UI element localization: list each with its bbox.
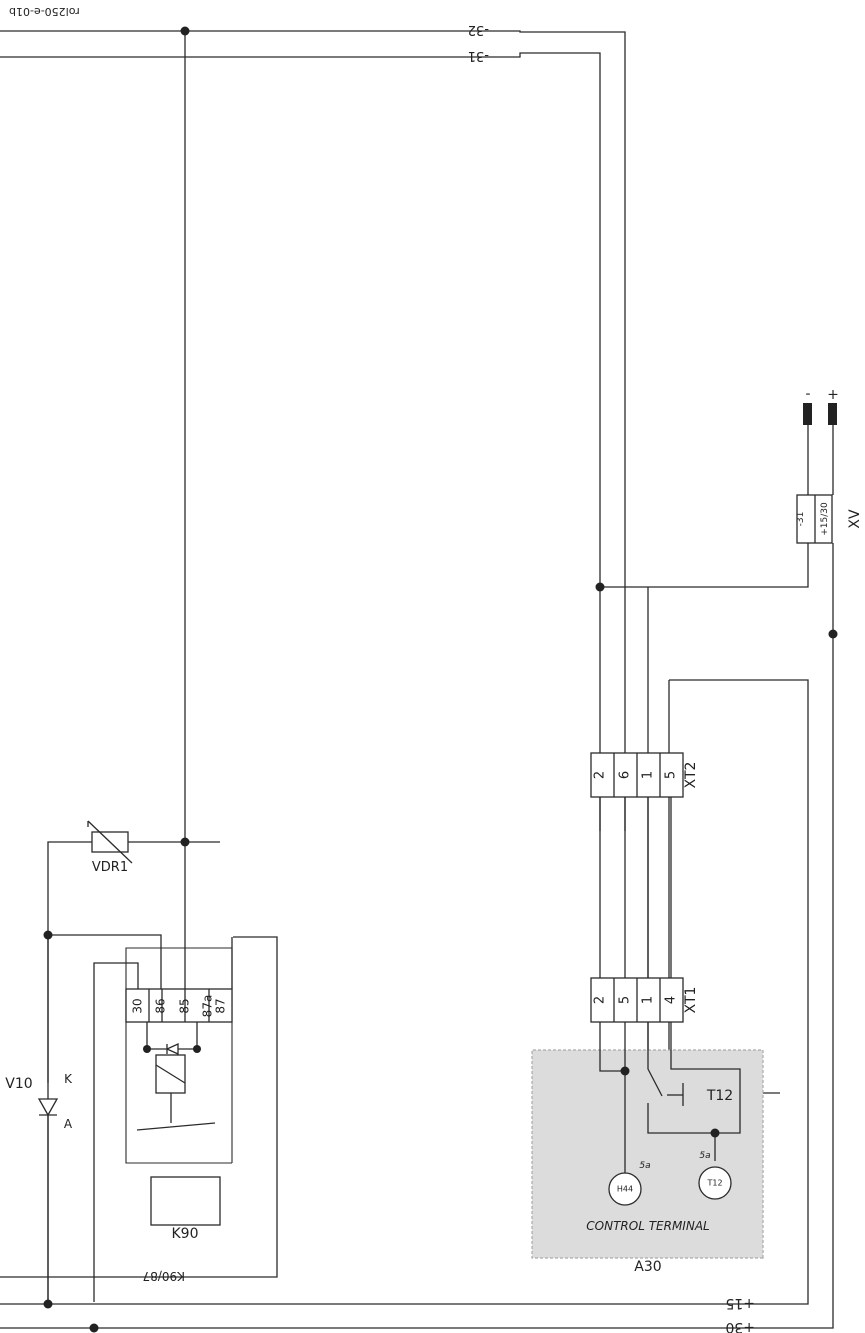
xv-sign-minus: - [805, 386, 810, 402]
xt2-pin-1: 1 [641, 771, 656, 779]
junction-dot [620, 1066, 630, 1076]
k90-pin-30: 30 [131, 998, 145, 1013]
k90-pin-87: 87 [214, 998, 228, 1013]
junction-dot [180, 26, 190, 36]
xt1-connector: 2 5 1 4 XT1 [590, 977, 699, 1023]
v10-anode: A [64, 1117, 73, 1131]
a30-label: A30 [634, 1259, 661, 1275]
k90-pin-87a: 87a [201, 995, 215, 1018]
wire-plus-15-label: +15 [725, 1295, 755, 1311]
wire-31-label: -31 [468, 48, 489, 63]
t12-wire-label: 5a [699, 1151, 710, 1161]
wire-32: -32 [0, 22, 626, 587]
k90-pin-85: 85 [178, 998, 192, 1013]
h44-wire-label: 5a [639, 1161, 650, 1171]
xv-pin-minus: -31 [796, 512, 806, 527]
wire-plus-30: +30 [0, 634, 834, 1333]
wire-32-label: -32 [468, 22, 489, 37]
k90-relay: 30 86 85 87a 87 K90 [125, 947, 233, 1242]
xv-connector: -31 +15/30 XV - + [796, 386, 863, 544]
t12-lamp-label: T12 [706, 1179, 722, 1188]
t12-switch: T12 [667, 1083, 733, 1106]
xv-pin-plus: +15/30 [820, 502, 830, 536]
junction-dot [89, 1323, 99, 1333]
junction-dot [43, 930, 53, 940]
wire-31: -31 [0, 48, 601, 587]
k90-pin-86: 86 [154, 998, 168, 1013]
wire-k90-87-label: K90/87 [143, 1269, 185, 1283]
xv-sign-plus: + [827, 386, 839, 402]
xt1-pin-4: 4 [664, 996, 679, 1004]
document-id: rol250-e-01b [9, 5, 80, 18]
wire-plus-15: +15 [0, 679, 809, 1311]
vdr1-label: VDR1 [92, 860, 128, 875]
wire-k90-87: K90/87 [0, 936, 278, 1283]
xt2-label: XT2 [683, 762, 699, 789]
junction-dot [595, 582, 605, 592]
v10-label: V10 [5, 1076, 32, 1092]
junction-dot [180, 837, 190, 847]
xt2-connector: 2 6 1 5 XT2 [590, 752, 699, 798]
a30-control-terminal: CONTROL TERMINAL A30 T12 H44 5a [531, 1022, 764, 1275]
junction-dot [828, 629, 838, 639]
k90-label: K90 [172, 1226, 199, 1242]
v10-diode: V10 A K [5, 935, 73, 1131]
xt1-pin-2: 2 [593, 996, 608, 1004]
wire-plus-30-label: +30 [725, 1319, 755, 1333]
xt2-pin-6: 6 [618, 771, 633, 779]
t12-switch-label: T12 [706, 1088, 733, 1104]
xt2-pin-5: 5 [664, 771, 679, 779]
t12-lamp: T12 5a [698, 1151, 732, 1200]
xt1-pin-1: 1 [641, 996, 656, 1004]
v10-cathode: K [64, 1072, 73, 1086]
xv-label: XV [847, 509, 863, 529]
junction-dot [43, 1299, 53, 1309]
junction-dot [710, 1128, 720, 1138]
h44-lamp-label: H44 [617, 1185, 633, 1194]
xt1-pin-5: 5 [618, 996, 633, 1004]
xt2-pin-2: 2 [593, 771, 608, 779]
h44-lamp: H44 5a [608, 1161, 651, 1206]
a30-title: CONTROL TERMINAL [586, 1219, 709, 1233]
xt1-label: XT1 [683, 987, 699, 1014]
